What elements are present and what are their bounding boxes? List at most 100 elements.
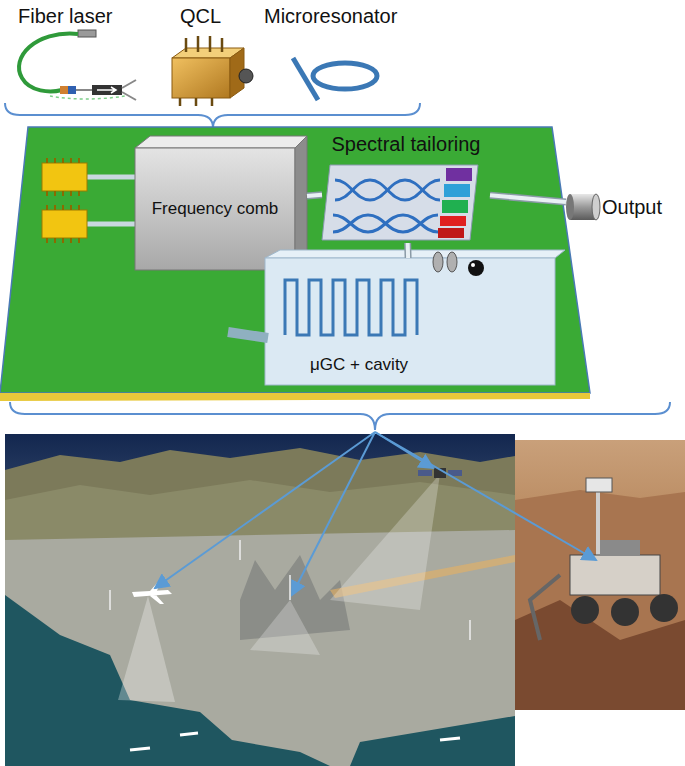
rover-wheel <box>571 596 599 624</box>
fiber-line <box>50 96 125 99</box>
chip-body <box>322 165 478 240</box>
fiber-laser-icon <box>19 30 136 100</box>
output-port-icon <box>566 194 600 220</box>
box-top <box>265 250 565 258</box>
waveguide-connector <box>490 195 566 202</box>
isolator-arrow <box>97 87 116 93</box>
waveguide-connector <box>407 243 408 258</box>
chip <box>42 163 87 191</box>
filter-block <box>446 168 472 181</box>
waveguide <box>335 180 440 200</box>
beam <box>330 474 440 610</box>
qcl-lens <box>239 69 253 83</box>
waveguide-core <box>406 243 410 258</box>
circuit-board <box>0 127 590 393</box>
waveguide-connector <box>307 195 322 196</box>
gc-cavity <box>228 250 565 385</box>
harbor <box>350 716 515 766</box>
qcl-front <box>172 58 230 98</box>
filter-block <box>440 216 466 226</box>
waveguide-core <box>490 195 566 202</box>
rover-arm <box>530 575 560 640</box>
waveguide-outline <box>307 195 322 196</box>
mars-terrain <box>515 490 685 710</box>
output-port: Output <box>566 190 683 224</box>
chip-pins <box>47 158 79 243</box>
gc-column <box>285 280 417 335</box>
waveguide <box>333 215 438 232</box>
aerial-scene <box>5 434 515 766</box>
rover-part <box>600 540 640 556</box>
city <box>5 530 515 766</box>
tower <box>110 540 470 640</box>
waveguide-outline <box>490 195 566 202</box>
arrow <box>155 432 375 588</box>
bracket <box>5 103 420 128</box>
rover-wheel <box>611 598 639 626</box>
rover-wheel <box>650 594 678 622</box>
spectral-chip <box>322 165 478 240</box>
microresonator-icon <box>293 58 377 100</box>
fiber-component <box>60 86 68 94</box>
waveguide <box>333 215 438 232</box>
waveguide <box>87 222 137 227</box>
arrow <box>375 432 596 560</box>
waveguide-core <box>307 195 322 196</box>
mars-scene <box>515 440 685 710</box>
part-label: Fiber laser <box>18 5 112 28</box>
waveguide <box>87 175 137 180</box>
fiber-line <box>122 80 136 100</box>
filter-block <box>444 184 470 197</box>
airplane <box>132 582 172 604</box>
gc-cavity-box: μGC + cavity <box>265 258 555 385</box>
fiber-component <box>68 86 76 94</box>
waveguide <box>335 180 440 200</box>
fiber-line <box>76 89 92 91</box>
node-label: Output <box>602 196 662 219</box>
node-label: Spectral tailoring <box>332 133 481 156</box>
laser-chips <box>42 158 137 243</box>
bracket <box>10 402 670 430</box>
inlet-tube <box>228 332 268 338</box>
box-top <box>135 136 307 148</box>
pointer-arrows <box>155 432 596 595</box>
beam <box>118 596 175 702</box>
solar-panel <box>418 470 432 476</box>
waveguide-outline <box>404 243 411 258</box>
sphere-highlight <box>471 263 475 267</box>
spectral-tailoring-module: Spectral tailoring <box>322 133 490 243</box>
ring-resonator <box>313 63 377 89</box>
qcl-pins <box>180 36 222 106</box>
isolator <box>92 85 122 95</box>
mars-ground <box>515 440 685 710</box>
rover-mast <box>596 490 600 560</box>
ocean <box>5 595 330 766</box>
part-label: QCL <box>180 5 221 28</box>
rover-body <box>570 555 660 595</box>
qcl-icon <box>172 36 253 106</box>
arrow <box>292 432 375 595</box>
filter-block <box>442 200 468 213</box>
node-label: μGC + cavity <box>310 355 408 375</box>
sky <box>5 434 515 766</box>
node-label: Frequency comb <box>152 199 279 219</box>
box-front <box>135 148 295 270</box>
part-label: Microresonator <box>264 5 397 28</box>
cylinder-end <box>592 194 600 220</box>
sample-sphere <box>468 260 484 276</box>
ship <box>130 733 460 750</box>
mirror <box>433 252 443 272</box>
beam <box>250 600 320 655</box>
comb-box: Frequency comb <box>135 136 307 270</box>
board-edge <box>0 393 590 401</box>
fiber-connector <box>78 30 96 37</box>
box-front <box>265 258 555 385</box>
filter-block <box>438 228 464 238</box>
mirror <box>447 252 457 272</box>
fiber-cable <box>19 34 78 92</box>
rover-head <box>586 478 612 492</box>
